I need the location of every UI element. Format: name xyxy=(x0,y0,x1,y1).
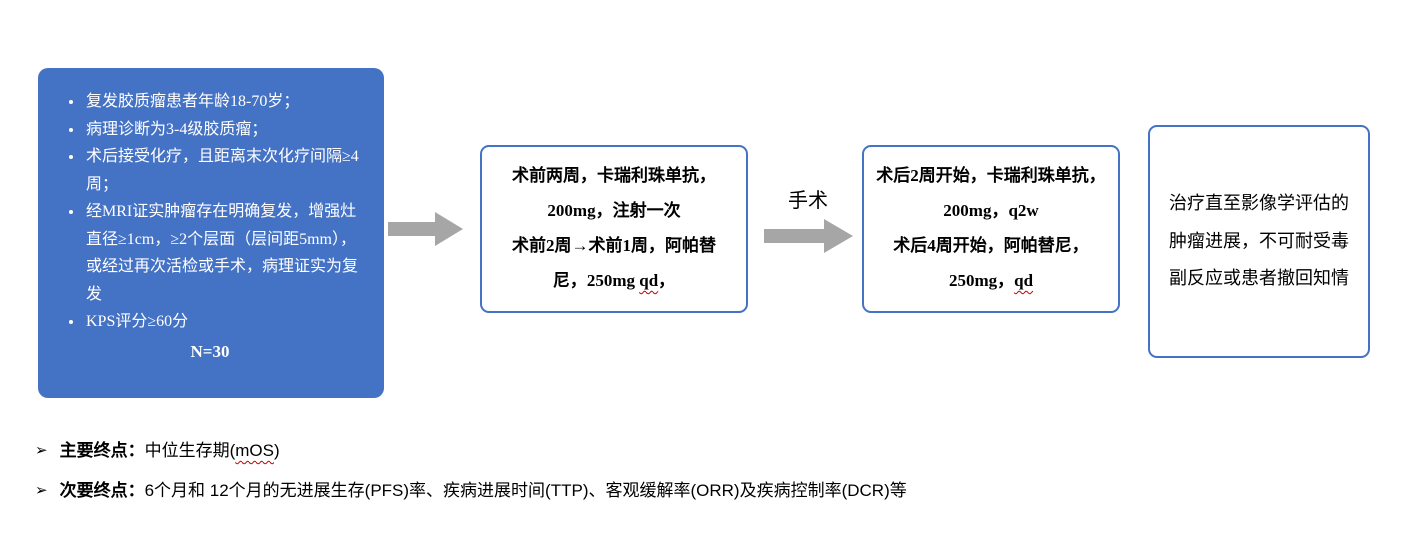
inclusion-criterion: 经MRI证实肿瘤存在明确复发，增强灶直径≥1cm，≥2个层面（层间距5mm），或… xyxy=(84,198,368,308)
primary-endpoint-mos: mOS xyxy=(235,441,274,460)
inclusion-criterion: 复发胶质瘤患者年龄18-70岁； xyxy=(84,88,368,116)
primary-endpoint-value-end: ) xyxy=(273,441,280,460)
inclusion-criterion: 病理诊断为3-4级胶质瘤； xyxy=(84,116,368,144)
arrow-bullet-icon: ➢ xyxy=(35,442,48,459)
post-surgery-qd: qd xyxy=(1014,270,1034,290)
inclusion-criteria-box: 复发胶质瘤患者年龄18-70岁； 病理诊断为3-4级胶质瘤； 术后接受化疗，且距… xyxy=(38,68,384,398)
continued-treatment-box: 治疗直至影像学评估的肿瘤进展，不可耐受毒副反应或患者撤回知情 xyxy=(1148,125,1370,358)
pre-surgery-line-2-end: ， xyxy=(658,270,676,290)
right-arrow-icon xyxy=(388,212,463,246)
continued-treatment-text: 治疗直至影像学评估的肿瘤进展，不可耐受毒副反应或患者撤回知情 xyxy=(1169,192,1349,289)
primary-endpoint-line: ➢ 主要终点：中位生存期(mOS) xyxy=(35,436,280,461)
primary-endpoint-text: 主要终点：中位生存期(mOS) xyxy=(60,436,280,461)
primary-endpoint-label: 主要终点： xyxy=(59,441,145,460)
pre-surgery-line-2: 术前2周→术前1周，阿帕替尼，250mg xyxy=(512,236,716,290)
sample-size: N=30 xyxy=(190,341,230,361)
secondary-endpoint-line: ➢ 次要终点：6个月和 12个月的无进展生存(PFS)率、疾病进展时间(TTP)… xyxy=(35,476,907,501)
pre-surgery-text: 术前两周，卡瑞利珠单抗，200mg，注射一次 术前2周→术前1周，阿帕替尼，25… xyxy=(496,159,732,298)
post-surgery-line-1: 术后2周开始，卡瑞利珠单抗，200mg，q2w xyxy=(876,166,1106,221)
post-surgery-text: 术后2周开始，卡瑞利珠单抗，200mg，q2w 术后4周开始，阿帕替尼，250m… xyxy=(874,159,1108,298)
primary-endpoint-value: 中位生存期( xyxy=(144,441,236,460)
post-surgery-box: 术后2周开始，卡瑞利珠单抗，200mg，q2w 术后4周开始，阿帕替尼，250m… xyxy=(862,145,1120,313)
secondary-endpoint-value: 6个月和 12个月的无进展生存(PFS)率、疾病进展时间(TTP)、客观缓解率(… xyxy=(144,481,907,500)
inclusion-criterion: KPS评分≥60分 xyxy=(84,308,368,336)
inclusion-criteria-list: 复发胶质瘤患者年龄18-70岁； 病理诊断为3-4级胶质瘤； 术后接受化疗，且距… xyxy=(52,88,368,336)
pre-surgery-line-1: 术前两周，卡瑞利珠单抗，200mg，注射一次 xyxy=(512,166,716,221)
pre-surgery-box: 术前两周，卡瑞利珠单抗，200mg，注射一次 术前2周→术前1周，阿帕替尼，25… xyxy=(480,145,748,313)
right-arrow-icon xyxy=(764,219,853,253)
surgery-label: 手术 xyxy=(788,190,828,212)
secondary-endpoint-text: 次要终点：6个月和 12个月的无进展生存(PFS)率、疾病进展时间(TTP)、客… xyxy=(60,476,907,501)
pre-surgery-qd: qd xyxy=(639,270,659,290)
secondary-endpoint-label: 次要终点： xyxy=(59,481,145,500)
arrow-bullet-icon: ➢ xyxy=(35,482,48,499)
post-surgery-line-2: 术后4周开始，阿帕替尼，250mg， xyxy=(893,236,1089,290)
inclusion-criterion: 术后接受化疗，且距离末次化疗间隔≥4周； xyxy=(84,143,368,198)
